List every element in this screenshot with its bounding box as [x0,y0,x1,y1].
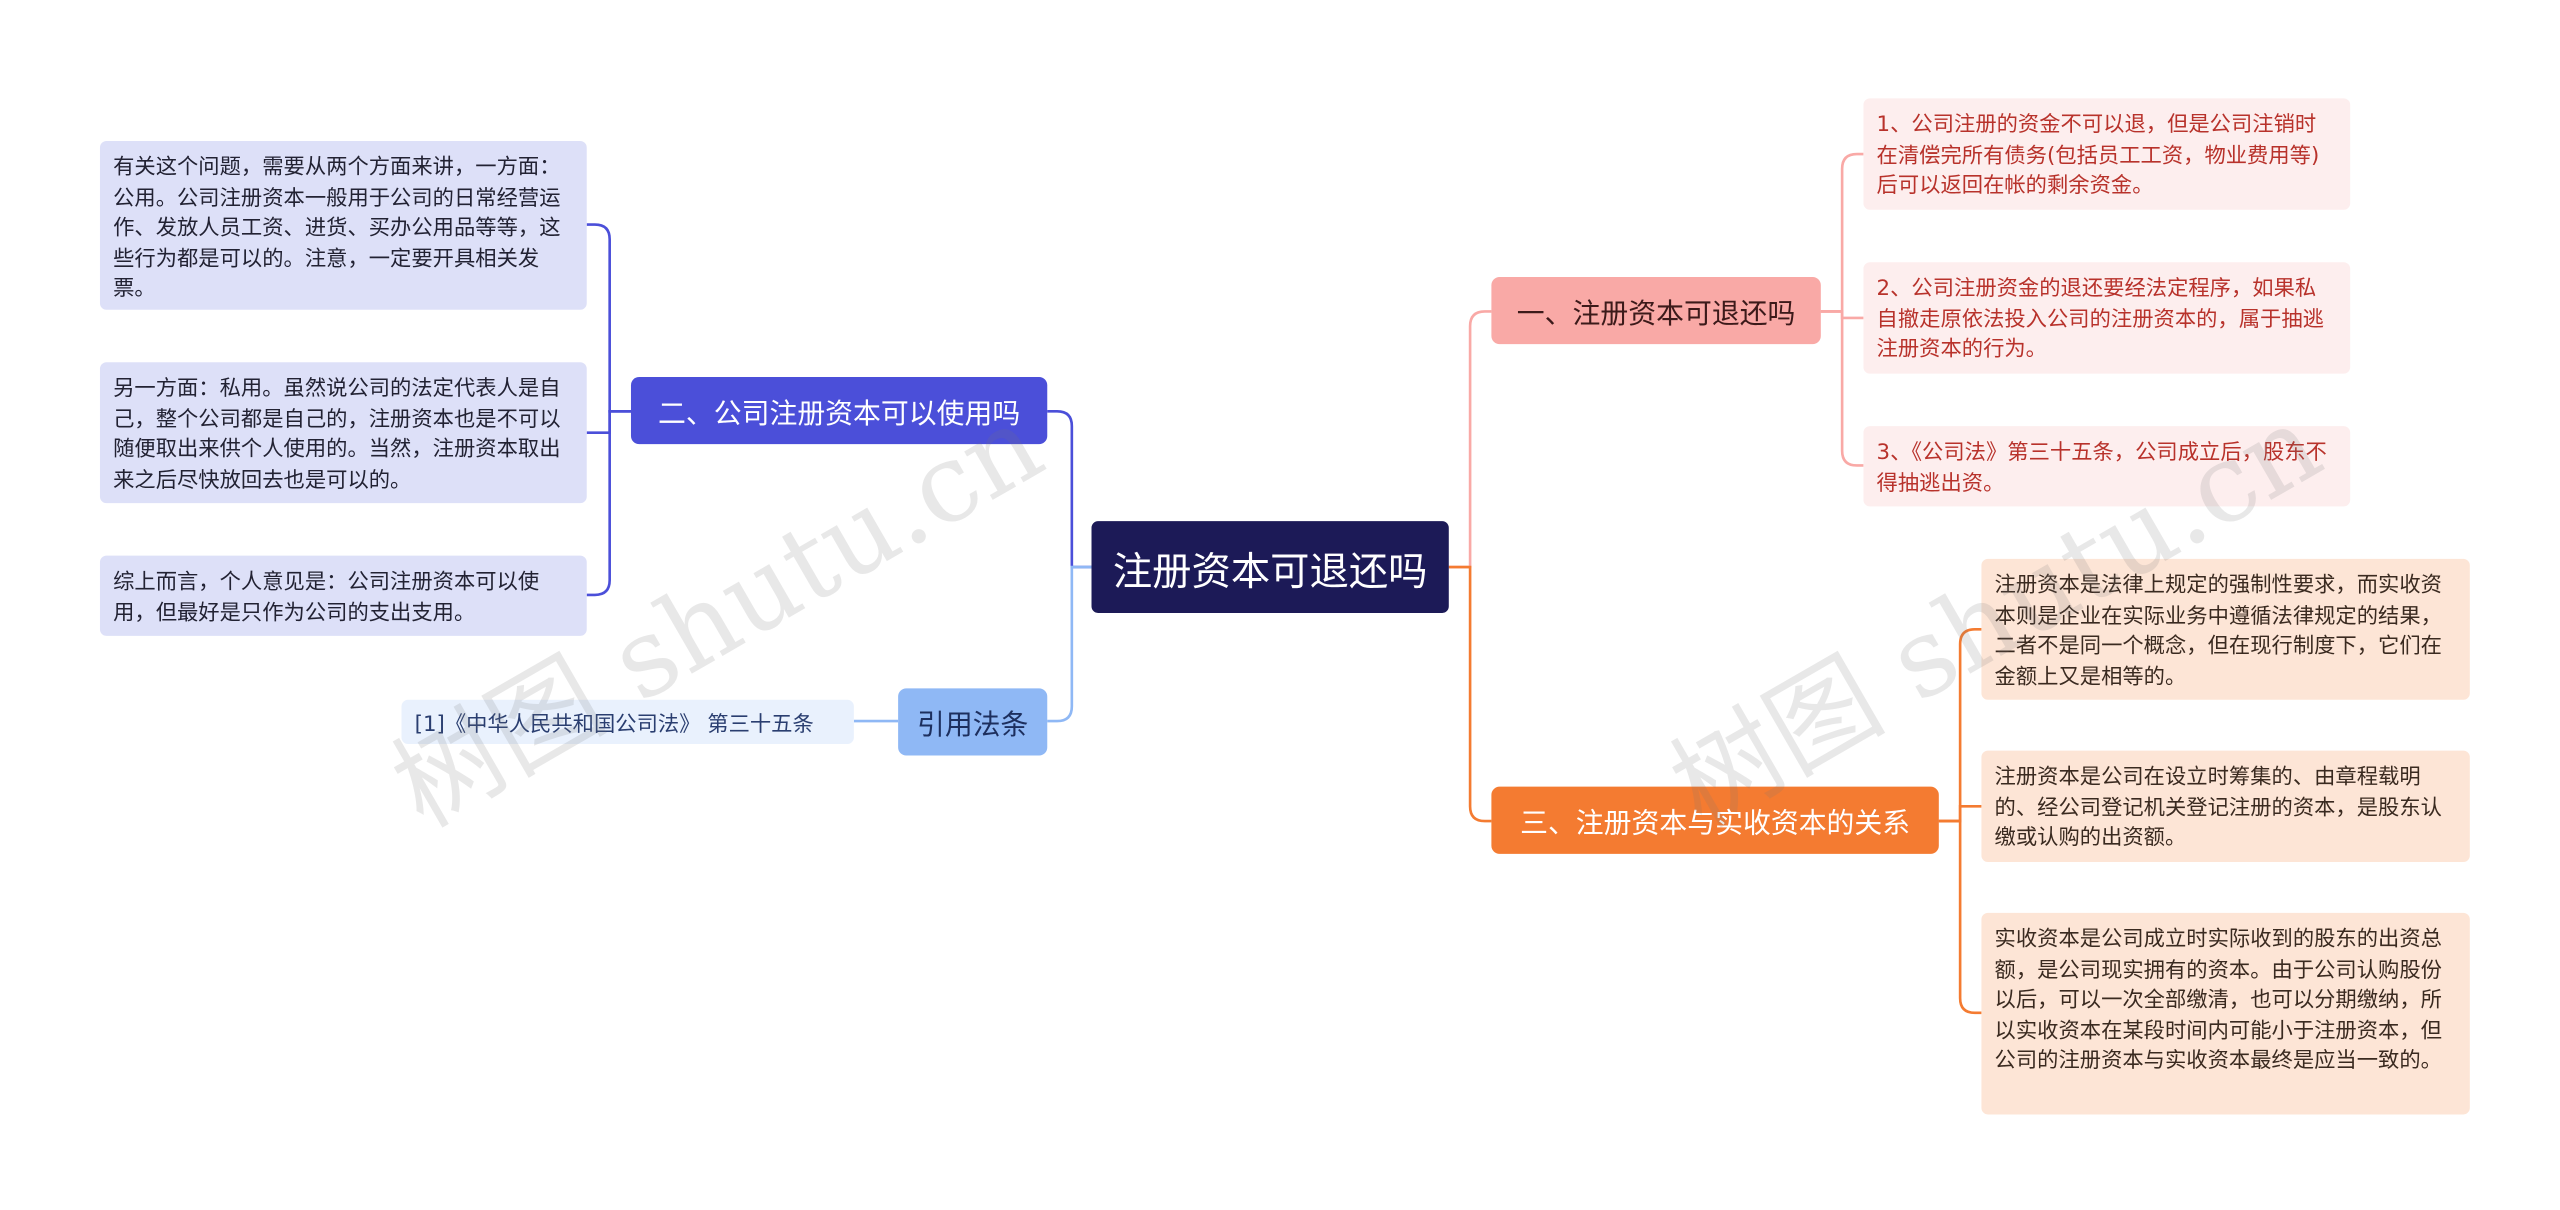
branch-capital-usage[interactable]: 二、公司注册资本可以使用吗 [630,376,1048,445]
connector-usage-leaf1 [586,223,631,413]
leaf-relation-2[interactable]: 注册资本是公司在设立时筹集的、由章程载明的、经公司登记机关登记注册的资本，是股东… [1981,750,2470,863]
leaf-usage-private[interactable]: 另一方面：私用。虽然说公司的法定代表人是自己，整个公司都是自己的，注册资本也是不… [99,362,587,504]
connector-refund-leaf3 [1820,310,1864,467]
connector-central-relation [1448,565,1492,823]
leaf-usage-summary[interactable]: 综上而言，个人意见是：公司注册资本可以使用，但最好是只作为公司的支出支用。 [99,555,587,636]
branch-capital-refund[interactable]: 一、注册资本可退还吗 [1491,276,1821,345]
branch-capital-relation[interactable]: 三、注册资本与实收资本的关系 [1491,786,1939,854]
connector-central-refund [1448,310,1492,569]
connector-relation-leaf2 [1938,805,1982,823]
connector-central-usage [1047,410,1092,569]
leaf-relation-1[interactable]: 注册资本是法律上规定的强制性要求，而实收资本则是企业在实际业务中遵循法律规定的结… [1981,558,2470,700]
leaf-relation-3[interactable]: 实收资本是公司成立时实际收到的股东的出资总额，是公司现实拥有的资本。由于公司认购… [1981,912,2470,1115]
leaf-citation-law[interactable]: [1]《中华人民共和国公司法》 第三十五条 [401,699,854,745]
connector-refund-leaf1 [1820,152,1864,313]
connector-usage-leaf3 [586,410,631,597]
leaf-usage-public[interactable]: 有关这个问题，需要从两个方面来讲，一方面：公用。公司注册资本一般用于公司的日常经… [99,140,587,310]
leaf-refund-2[interactable]: 2、公司注册资金的退还要经法定程序，如果私自撤走原依法投入公司的注册资本的，属于… [1863,262,2351,374]
branch-citation[interactable]: 引用法条 [898,688,1048,756]
connector-relation-leaf3 [1938,819,1982,1015]
connector-relation-leaf1 [1938,628,1982,823]
leaf-refund-3[interactable]: 3、《公司法》第三十五条，公司成立后，股东不得抽逃出资。 [1863,426,2351,507]
connector-central-citation [1047,565,1092,723]
central-topic[interactable]: 注册资本可退还吗 [1091,521,1449,613]
leaf-refund-1[interactable]: 1、公司注册的资金不可以退，但是公司注销时在清偿完所有债务(包括员工工资，物业费… [1863,98,2351,210]
